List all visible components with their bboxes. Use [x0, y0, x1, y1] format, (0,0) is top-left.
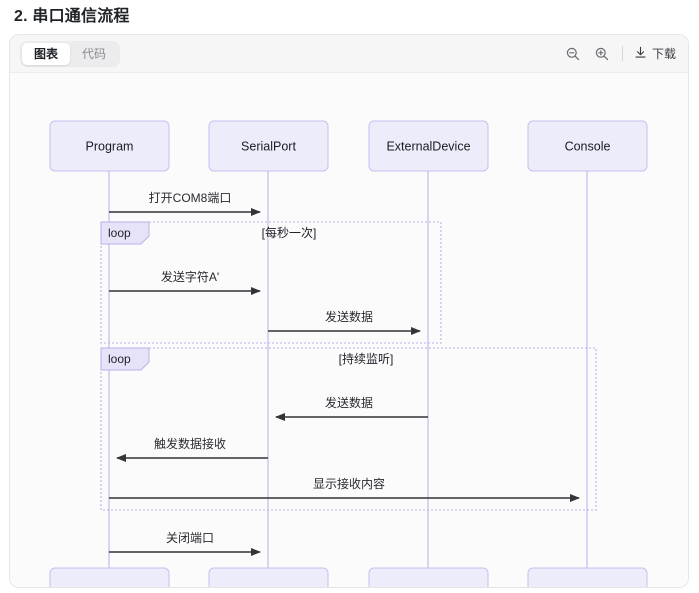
actor-label-serialport-bottom: SerialPort [241, 586, 296, 588]
tab-chart[interactable]: 图表 [22, 43, 71, 65]
actor-box-externaldevice-bottom[interactable] [368, 567, 489, 588]
download-icon [633, 45, 648, 63]
actor-label-program-top: Program [86, 139, 134, 153]
toolbar-actions: 下载 [564, 44, 676, 63]
actor-label-externaldevice-top: ExternalDevice [386, 139, 470, 153]
loop-frame-1 [100, 221, 442, 344]
loop-condition-2: [持续监听] [339, 351, 394, 366]
actor-label-externaldevice-bottom: ExternalDevice [386, 586, 470, 588]
actor-box-externaldevice-top[interactable] [368, 120, 489, 172]
loop-tag-label-1: loop [108, 226, 131, 240]
view-mode-tabs: 图表 代码 [20, 41, 121, 67]
message-label-1: 打开COM8端口 [149, 191, 232, 205]
message-label-5: 触发数据接收 [154, 436, 226, 451]
loop-frame-2 [100, 347, 597, 511]
download-button[interactable]: 下载 [633, 45, 676, 63]
zoom-in-icon[interactable] [593, 44, 612, 63]
actor-box-console-bottom[interactable] [527, 567, 648, 588]
loop-condition-1: [每秒一次] [262, 225, 317, 240]
actor-label-program-bottom: Program [86, 586, 134, 588]
loop-tag-box-2 [100, 347, 150, 371]
toolbar-divider [621, 46, 623, 61]
actor-box-program-top[interactable] [49, 120, 170, 172]
sequence-diagram-canvas[interactable]: loop [每秒一次] loop [持续监听] Program SerialPo… [10, 73, 688, 588]
actor-label-serialport-top: SerialPort [241, 139, 296, 153]
loop-tag-label-2: loop [108, 352, 131, 366]
actor-box-serialport-bottom[interactable] [208, 567, 329, 588]
sequence-diagram-svg: loop [每秒一次] loop [持续监听] Program SerialPo… [49, 120, 648, 588]
message-label-6: 显示接收内容 [313, 476, 385, 491]
actor-label-console-top: Console [565, 139, 611, 153]
page-title: 2. 串口通信流程 [14, 8, 130, 25]
download-label: 下载 [651, 47, 676, 61]
zoom-out-icon[interactable] [564, 44, 583, 63]
actor-label-console-bottom: Console [565, 586, 611, 588]
message-label-3: 发送数据 [325, 309, 373, 324]
loop-tag-box-1 [100, 221, 150, 245]
message-label-2: 发送字符A' [161, 269, 219, 284]
actor-box-program-bottom[interactable] [49, 567, 170, 588]
message-label-4: 发送数据 [325, 395, 373, 410]
diagram-toolbar: 图表 代码 [10, 35, 688, 73]
message-label-7: 关闭端口 [166, 531, 214, 545]
actor-box-serialport-top[interactable] [208, 120, 329, 172]
tab-code[interactable]: 代码 [82, 47, 107, 61]
actor-box-console-top[interactable] [527, 120, 648, 172]
diagram-card: 图表 代码 [9, 34, 689, 588]
